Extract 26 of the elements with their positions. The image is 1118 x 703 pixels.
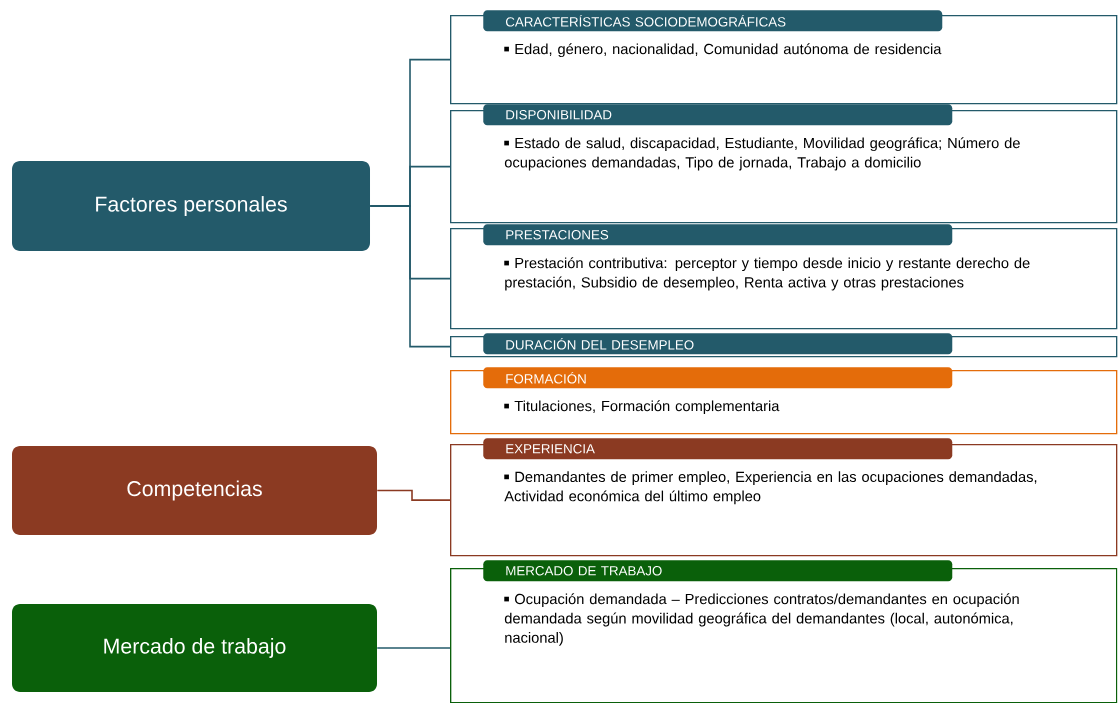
heading-band: EXPERIENCIA bbox=[483, 438, 953, 460]
category-box: Mercado de trabajo bbox=[12, 604, 377, 692]
category-box: Competencias bbox=[12, 446, 377, 535]
bullet-text: Edad, género, nacionalidad, Comunidad autónoma de residencia bbox=[504, 43, 942, 58]
bullet-text: Ocupación demandada – Predicciones contratos/demandantes en ocupación demandada según movilidad geográfica del demandantes (local, autonómica, nacional) bbox=[504, 593, 1019, 646]
bullet-text: Prestación contributiva: perceptor y tiempo desde inicio y restante derecho de prestación, Subsidio de desempleo, Renta activa y otras prestaciones bbox=[504, 257, 1030, 291]
heading-band: PRESTACIONES bbox=[483, 224, 953, 246]
bullet-text: Titulaciones, Formación complementaria bbox=[504, 400, 780, 415]
category-panel bbox=[450, 438, 1118, 557]
heading-band: DISPONIBILIDAD bbox=[483, 104, 953, 126]
heading-band: CARACTERÍSTICAS SOCIODEMOGRÁFICAS bbox=[483, 10, 943, 32]
category-box: Factores personales bbox=[12, 161, 370, 251]
heading-band: DURACIÓN DEL DESEMPLEO bbox=[483, 333, 953, 355]
category-panel bbox=[450, 104, 1118, 224]
category-panel bbox=[450, 367, 1118, 435]
category-panel bbox=[450, 560, 1118, 703]
category-panel bbox=[450, 224, 1118, 330]
bracket-connector bbox=[376, 489, 451, 501]
bullet-text: Estado de salud, discapacidad, Estudiante, Movilidad geográfica; Número de ocupaciones demandadas, Tipo de jornada, Trabajo a domicilio bbox=[504, 137, 1020, 171]
bullet-text: Demandantes de primer empleo, Experiencia en las ocupaciones demandadas, Actividad económica del último empleo bbox=[504, 471, 1037, 505]
heading-band: FORMACIÓN bbox=[483, 367, 953, 389]
category-panel bbox=[450, 333, 1118, 358]
category-panel bbox=[450, 10, 1118, 105]
bracket-connector bbox=[376, 647, 451, 649]
heading-band: MERCADO DE TRABAJO bbox=[483, 560, 953, 582]
bracket-connector bbox=[369, 205, 451, 348]
